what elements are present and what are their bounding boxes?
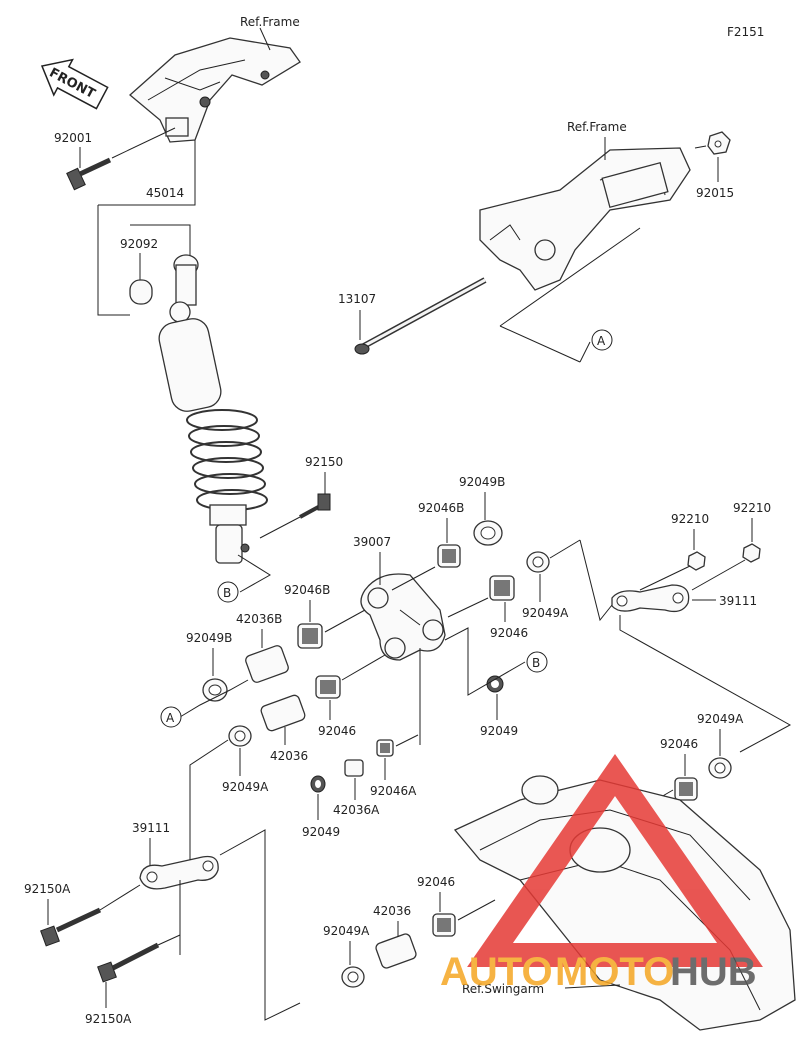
label-92049a-left: 92049A (222, 780, 269, 794)
label-13107: 13107 (338, 292, 376, 306)
seal-92049-low (310, 775, 326, 793)
bearing-92046-right (489, 575, 515, 601)
seal-92049b-top (473, 520, 503, 546)
label-92001: 92001 (54, 131, 92, 145)
shock-absorber (129, 254, 268, 564)
callout-a-left: A (166, 711, 175, 725)
callout-a-top: A (597, 334, 606, 348)
bushing-42036-bottom (375, 933, 417, 969)
label-39111-right: 39111 (719, 594, 757, 608)
shaft-13107 (354, 277, 487, 355)
nut-92210-a (687, 551, 706, 571)
label-92210-b: 92210 (733, 501, 771, 515)
top-frame-bracket (129, 27, 301, 143)
label-92049b-top: 92049B (459, 475, 505, 489)
label-92210-a: 92210 (671, 512, 709, 526)
label-92049-right: 92049 (480, 724, 518, 738)
seal-92049a-left (228, 725, 252, 747)
bearing-92046-lowright (674, 777, 698, 801)
tie-rod-39111-right (611, 584, 690, 613)
label-92046-bottom: 92046 (417, 875, 455, 889)
watermark-logo: AUTO MOTO HUB (440, 753, 763, 994)
seal-92049a-mid (526, 551, 550, 573)
label-92046-mid: 92046 (318, 724, 356, 738)
label-42036-bottom: 42036 (373, 904, 411, 918)
label-92046-right: 92046 (490, 626, 528, 640)
callout-b-left: B (223, 586, 231, 600)
watermark-moto: MOTO (555, 950, 674, 994)
label-39007: 39007 (353, 535, 391, 549)
bolt-92150a-bottom (97, 934, 181, 983)
label-92015: 92015 (696, 186, 734, 200)
front-arrow: FRONT (40, 58, 109, 110)
label-92150: 92150 (305, 455, 343, 469)
bearing-92046-bottom (432, 913, 456, 937)
label-42036b: 42036B (236, 612, 282, 626)
seal-92049-right (486, 675, 504, 693)
label-92049-low: 92049 (302, 825, 340, 839)
bushing-42036-mid (260, 694, 306, 732)
label-39111-left: 39111 (132, 821, 170, 835)
label-42036a: 42036A (333, 803, 380, 817)
tie-rod-39111-left (139, 855, 219, 890)
watermark-hub: HUB (670, 950, 757, 994)
bearing-92046b-top (437, 544, 461, 568)
label-92150a-bottom: 92150A (85, 1012, 132, 1026)
bushing-42036a (344, 759, 364, 777)
label-92046b-left: 92046B (284, 583, 330, 597)
bearing-92046b-left (297, 623, 323, 649)
ref-frame-mid: Ref.Frame (567, 120, 627, 134)
callout-b-right: B (532, 656, 540, 670)
label-92049a-right: 92049A (697, 712, 744, 726)
watermark-auto: AUTO (440, 950, 553, 994)
label-92049b-left: 92049B (186, 631, 232, 645)
label-92092: 92092 (120, 237, 158, 251)
label-92049a-bottom: 92049A (323, 924, 370, 938)
bolt-92001 (66, 127, 176, 191)
mid-frame (479, 147, 691, 291)
label-45014: 45014 (146, 186, 184, 200)
nut-92210-b (742, 543, 761, 563)
label-92150a-top: 92150A (24, 882, 71, 896)
bearing-92046a (376, 739, 394, 757)
ref-frame-top: Ref.Frame (240, 15, 300, 29)
bolt-92150a-top (40, 884, 141, 947)
label-92046a: 92046A (370, 784, 417, 798)
label-92049a-mid: 92049A (522, 606, 569, 620)
ref-swingarm: Ref.Swingarm (462, 982, 544, 996)
seal-92049a-bottom (341, 966, 365, 988)
nut-92015 (707, 131, 731, 155)
bearing-92046-mid (315, 675, 341, 699)
watermark-triangle (467, 753, 763, 967)
seal-92049a-right (708, 757, 732, 779)
label-92046b-top: 92046B (418, 501, 464, 515)
bolt-92150 (259, 493, 331, 539)
label-42036-mid: 42036 (270, 749, 308, 763)
figure-code: F2151 (727, 25, 764, 39)
label-92046-lowright: 92046 (660, 737, 698, 751)
seal-92049b-left (202, 678, 228, 702)
bushing-42036b (245, 645, 289, 683)
rocker-link-39007 (360, 573, 446, 661)
